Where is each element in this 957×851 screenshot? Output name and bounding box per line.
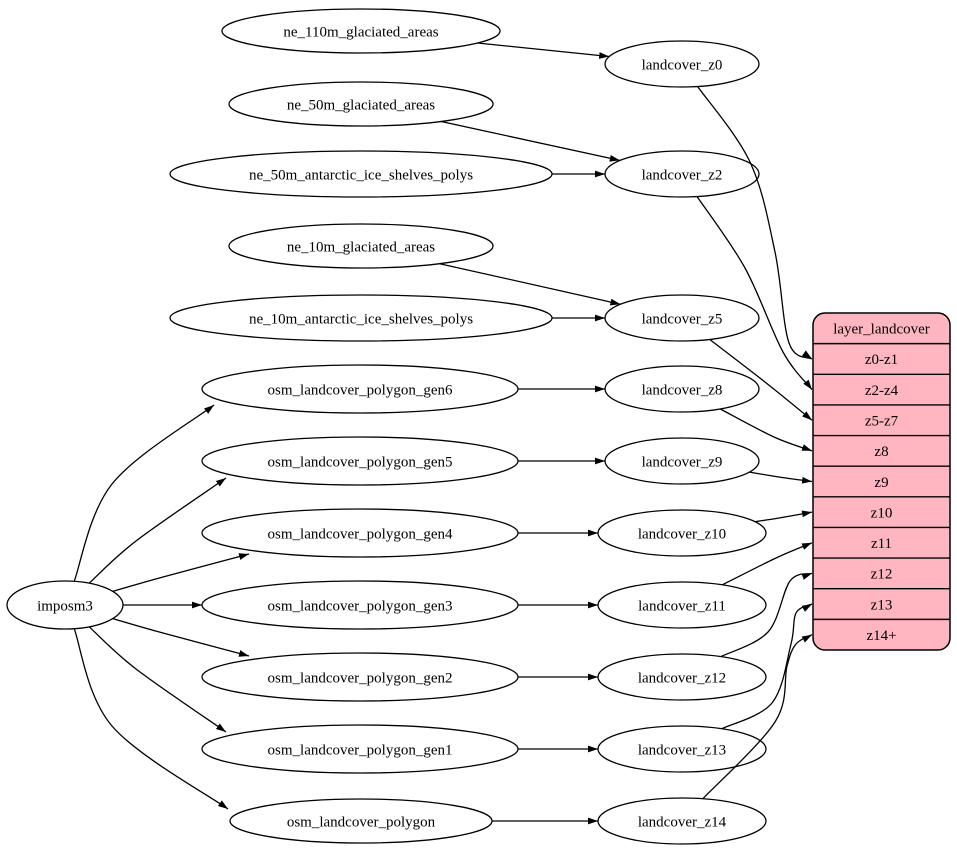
node-label: landcover_z12 (638, 670, 726, 686)
node-ne_50m_antarctic_ice_shelves_polys: ne_50m_antarctic_ice_shelves_polys (169, 150, 553, 198)
table-row-label-z8: z8 (874, 444, 888, 460)
edge-imposm3-to-osm_landcover_polygon (73, 628, 229, 810)
node-landcover_z5: landcover_z5 (604, 294, 760, 342)
node-landcover_z8: landcover_z8 (604, 365, 760, 413)
table-row-label-z10: z10 (871, 505, 893, 521)
nodes-layer: ne_110m_glaciated_areas ne_50m_glaciated_… (6, 8, 767, 845)
node-label: ne_10m_antarctic_ice_shelves_polys (249, 311, 473, 327)
node-label: osm_landcover_polygon_gen4 (268, 526, 453, 542)
node-label: osm_landcover_polygon_gen3 (268, 598, 453, 614)
edge-ne_110m_glaciated_areas-to-landcover_z0 (477, 42, 610, 59)
node-label: osm_landcover_polygon_gen5 (268, 454, 453, 470)
node-landcover_z0: landcover_z0 (604, 40, 760, 88)
node-ne_10m_antarctic_ice_shelves_polys: ne_10m_antarctic_ice_shelves_polys (169, 294, 553, 342)
node-label: osm_landcover_polygon_gen1 (268, 742, 453, 758)
table-row-label-z0-z1: z0-z1 (865, 352, 898, 368)
node-label: landcover_z9 (642, 454, 723, 470)
node-label: landcover_z8 (642, 382, 723, 398)
table-layer_landcover: layer_landcover z0-z1 z2-z4 z5-z7 z8 z9 z10 z11… (812, 312, 951, 651)
node-ellipse (604, 40, 760, 88)
node-landcover_z12: landcover_z12 (597, 653, 767, 701)
node-ne_110m_glaciated_areas: ne_110m_glaciated_areas (221, 8, 501, 54)
edge-ne_50m_glaciated_areas-to-landcover_z2 (441, 120, 620, 162)
table-title: layer_landcover (833, 322, 930, 338)
node-label: landcover_z11 (638, 598, 726, 614)
edge-imposm3-to-osm_landcover_polygon_gen4 (112, 553, 250, 593)
node-label: landcover_z0 (642, 57, 723, 73)
node-osm_landcover_polygon_gen3: osm_landcover_polygon_gen3 (201, 580, 519, 630)
node-landcover_z11: landcover_z11 (597, 581, 767, 629)
edge-landcover_z5-to-layer_landcover-z5-z7 (709, 338, 813, 421)
edge-landcover_z9-to-layer_landcover-z9 (749, 471, 813, 484)
node-landcover_z2: landcover_z2 (604, 150, 760, 198)
node-label: imposm3 (37, 598, 93, 614)
table-row-label-z12: z12 (871, 567, 893, 583)
edge-imposm3-to-osm_landcover_polygon_gen6 (73, 404, 215, 582)
node-landcover_z10: landcover_z10 (597, 509, 767, 557)
edge-landcover_z8-to-layer_landcover-z8 (720, 408, 813, 452)
node-imposm3: imposm3 (6, 580, 124, 630)
node-label: ne_10m_glaciated_areas (287, 239, 435, 255)
node-ellipse (221, 8, 501, 54)
node-osm_landcover_polygon_gen6: osm_landcover_polygon_gen6 (201, 364, 519, 414)
node-label: osm_landcover_polygon_gen6 (268, 382, 453, 398)
table-row-label-z11: z11 (871, 536, 892, 552)
node-landcover_z13: landcover_z13 (597, 725, 767, 773)
node-label: landcover_z10 (638, 526, 726, 542)
table-row-label-z14+: z14+ (866, 628, 896, 644)
table-row-label-z5-z7: z5-z7 (865, 413, 899, 429)
table-row-label-z2-z4: z2-z4 (865, 383, 899, 399)
node-osm_landcover_polygon_gen2: osm_landcover_polygon_gen2 (201, 652, 519, 702)
node-landcover_z14: landcover_z14 (597, 797, 767, 845)
node-osm_landcover_polygon_gen4: osm_landcover_polygon_gen4 (201, 508, 519, 558)
node-label: landcover_z14 (638, 814, 727, 830)
node-landcover_z9: landcover_z9 (604, 437, 760, 485)
edge-ne_10m_glaciated_areas-to-landcover_z5 (439, 263, 621, 306)
edge-landcover_z11-to-layer_landcover-z11 (722, 542, 813, 586)
edge-imposm3-to-osm_landcover_polygon_gen5 (88, 477, 227, 584)
node-osm_landcover_polygon_gen1: osm_landcover_polygon_gen1 (201, 724, 519, 774)
edge-imposm3-to-osm_landcover_polygon_gen2 (112, 617, 250, 657)
edge-landcover_z14-to-layer_landcover-z14+ (702, 634, 813, 800)
table-row-label-z9: z9 (874, 475, 888, 491)
node-ne_10m_glaciated_areas: ne_10m_glaciated_areas (228, 223, 494, 269)
table-outline (812, 312, 951, 651)
node-label: ne_50m_antarctic_ice_shelves_polys (249, 167, 473, 183)
node-osm_landcover_polygon_gen5: osm_landcover_polygon_gen5 (201, 436, 519, 486)
edge-landcover_z12-to-layer_landcover-z12 (720, 572, 813, 658)
edge-landcover_z2-to-layer_landcover-z2-z4 (696, 196, 813, 390)
table-row-label-z13: z13 (871, 597, 893, 613)
node-label: ne_110m_glaciated_areas (283, 24, 438, 40)
node-ne_50m_glaciated_areas: ne_50m_glaciated_areas (228, 81, 494, 127)
node-label: landcover_z5 (642, 311, 723, 327)
node-label: landcover_z13 (638, 742, 726, 758)
node-ellipse (228, 223, 494, 269)
edge-landcover_z0-to-layer_landcover-z0-z1 (697, 86, 813, 360)
node-label: landcover_z2 (642, 167, 723, 183)
node-label: ne_50m_glaciated_areas (287, 97, 435, 113)
node-label: osm_landcover_polygon_gen2 (268, 670, 453, 686)
node-ellipse (228, 81, 494, 127)
edge-landcover_z10-to-layer_landcover-z10 (755, 510, 813, 523)
node-label: osm_landcover_polygon (287, 814, 436, 830)
edge-landcover_z13-to-layer_landcover-z13 (721, 603, 813, 730)
edges-layer (73, 42, 813, 825)
edge-imposm3-to-osm_landcover_polygon_gen1 (88, 626, 227, 733)
table-layer: layer_landcover z0-z1 z2-z4 z5-z7 z8 z9 z10 z11… (812, 312, 951, 651)
node-osm_landcover_polygon: osm_landcover_polygon (229, 798, 493, 844)
